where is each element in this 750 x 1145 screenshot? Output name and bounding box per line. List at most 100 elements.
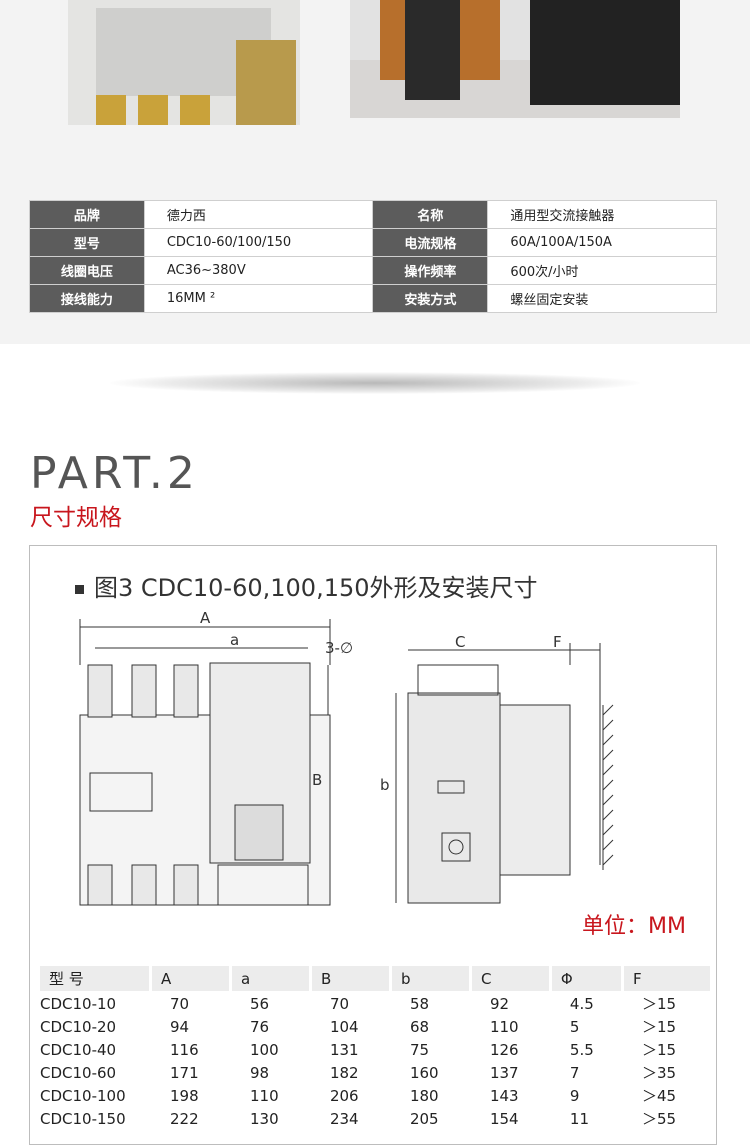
spec-label: 安装方式	[372, 284, 489, 313]
label-F: F	[553, 633, 562, 651]
divider-shadow	[110, 372, 640, 394]
table-cell: 92	[489, 994, 510, 1013]
table-cell: 5.5	[569, 1040, 594, 1059]
spec-value: CDC10-60/100/150	[143, 228, 374, 257]
table-cell: 205	[409, 1109, 439, 1128]
figure-title: 图3 CDC10-60,100,150外形及安装尺寸	[75, 568, 538, 603]
table-cell: 222	[170, 1109, 199, 1128]
label-phi: 3-∅	[325, 639, 353, 657]
spec-value: 60A/100A/150A	[487, 228, 717, 257]
table-cell: 234	[329, 1109, 359, 1128]
spec-value: 16MM ²	[143, 284, 374, 313]
column-header: C	[471, 966, 549, 991]
table-row: 线圈电压 AC36~380V 操作频率 600次/小时	[29, 256, 717, 285]
table-cell: CDC10-100	[40, 1086, 126, 1105]
table-cell: 182	[329, 1063, 359, 1082]
table-cell: ＞55	[642, 1110, 677, 1128]
table-cell: 11	[569, 1109, 590, 1128]
table-cell: 171	[170, 1063, 199, 1082]
table-cell: CDC10-150	[40, 1109, 126, 1128]
label-A: A	[200, 609, 211, 627]
table-cell: ＞15	[642, 1018, 677, 1036]
column-header: B	[311, 966, 389, 991]
table-cell: 198	[170, 1086, 199, 1105]
table-cell: 110	[249, 1086, 279, 1105]
table-row: CDC10-100 198 110 206 180 143 9 ＞45	[40, 1083, 710, 1106]
table-cell: 100	[249, 1040, 279, 1059]
table-cell: ＞15	[642, 995, 677, 1013]
table-cell: CDC10-60	[40, 1063, 117, 1082]
column-header: A	[152, 966, 229, 991]
table-cell: CDC10-20	[40, 1017, 117, 1036]
spec-label: 电流规格	[372, 228, 489, 257]
table-cell: 160	[409, 1063, 439, 1082]
column-header: 型 号	[40, 966, 149, 991]
section-subtitle: 尺寸规格	[30, 505, 122, 531]
table-row: 接线能力 16MM ² 安装方式 螺丝固定安装	[29, 284, 717, 313]
table-cell: 75	[409, 1040, 430, 1059]
spec-value: 通用型交流接触器	[487, 200, 717, 229]
contactor-side-photo	[350, 0, 680, 118]
table-row: 品牌 德力西 名称 通用型交流接触器	[29, 200, 717, 229]
table-row: CDC10-60 171 98 182 160 137 7 ＞35	[40, 1060, 710, 1083]
table-cell: 94	[170, 1017, 190, 1036]
label-b: b	[380, 776, 390, 794]
contactor-front-photo	[68, 0, 300, 125]
spec-label: 接线能力	[29, 284, 145, 313]
side-body	[407, 692, 501, 904]
table-cell: CDC10-40	[40, 1040, 117, 1059]
spec-label: 型号	[29, 228, 145, 257]
table-cell: 116	[170, 1040, 199, 1059]
label-a: a	[230, 631, 239, 649]
dimension-drawing: A a 3-∅ B C F b	[79, 609, 614, 906]
table-cell: 70	[170, 994, 190, 1013]
table-cell: ＞15	[642, 1041, 677, 1059]
table-cell: 58	[409, 994, 430, 1013]
table-row: 型号 CDC10-60/100/150 电流规格 60A/100A/150A	[29, 228, 717, 257]
table-cell: 98	[249, 1063, 270, 1082]
column-header: b	[391, 966, 469, 991]
spec-value: 德力西	[143, 200, 374, 229]
table-cell: 76	[249, 1017, 270, 1036]
table-row: CDC10-150 222 130 234 205 154 11 ＞55	[40, 1106, 710, 1129]
section-heading: PART.2	[30, 448, 199, 499]
table-cell: 126	[489, 1040, 519, 1059]
table-cell: CDC10-10	[40, 994, 117, 1013]
spec-label: 线圈电压	[29, 256, 145, 285]
table-cell: 130	[249, 1109, 279, 1128]
table-cell: 154	[489, 1109, 519, 1128]
label-B: B	[312, 771, 322, 789]
table-header-row: 型 号 A a B b C Φ F	[40, 966, 710, 991]
bullet-square-icon	[75, 584, 84, 594]
table-cell: 68	[409, 1017, 430, 1036]
table-cell: 137	[489, 1063, 519, 1082]
column-header: F	[624, 966, 710, 991]
spec-value: 螺丝固定安装	[487, 284, 717, 313]
spec-table: 品牌 德力西 名称 通用型交流接触器 型号 CDC10-60/100/150 电…	[29, 200, 717, 313]
spec-label: 名称	[372, 200, 489, 229]
table-cell: 110	[489, 1017, 519, 1036]
table-cell: 143	[489, 1086, 519, 1105]
table-cell: ＞45	[642, 1087, 677, 1105]
column-header: a	[231, 966, 309, 991]
label-C: C	[455, 633, 465, 651]
table-cell: 7	[569, 1063, 580, 1082]
table-row: CDC10-20 94 76 104 68 110 5 ＞15	[40, 1014, 710, 1037]
table-cell: 9	[569, 1086, 580, 1105]
table-cell: 104	[329, 1017, 359, 1036]
table-cell: ＞35	[642, 1064, 677, 1082]
table-cell: 206	[329, 1086, 359, 1105]
table-cell: 56	[249, 994, 270, 1013]
table-cell: 180	[409, 1086, 439, 1105]
column-header: Φ	[551, 966, 621, 991]
table-cell: 70	[329, 994, 350, 1013]
spec-label: 品牌	[29, 200, 145, 229]
figure-title-text: 图3 CDC10-60,100,150外形及安装尺寸	[94, 574, 538, 602]
table-cell: 5	[569, 1017, 580, 1036]
spec-label: 操作频率	[372, 256, 489, 285]
spec-value: AC36~380V	[143, 256, 374, 285]
spec-value: 600次/小时	[487, 256, 717, 285]
